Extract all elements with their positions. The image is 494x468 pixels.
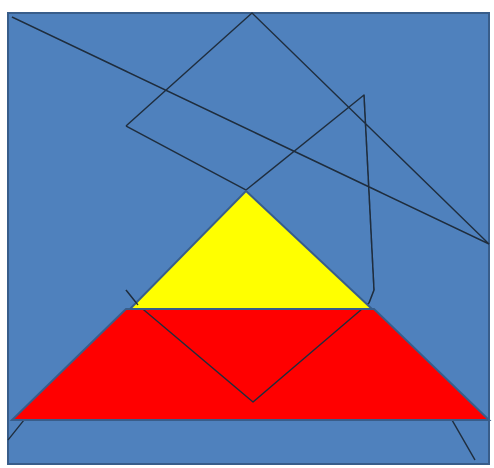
- tangram-diagram: [0, 0, 494, 468]
- tangram-svg: [0, 0, 494, 468]
